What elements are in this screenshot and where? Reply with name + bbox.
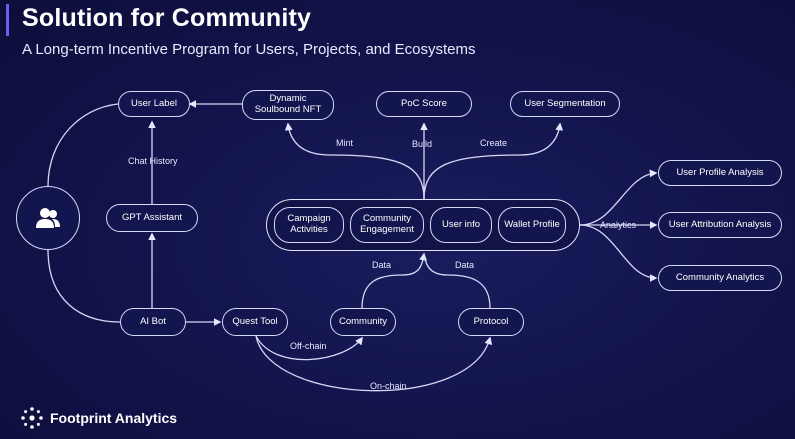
connector-quest-onchain — [255, 335, 493, 392]
node-user-attribution-analysis: User Attribution Analysis — [658, 212, 782, 238]
label-on-chain: On-chain — [370, 381, 407, 391]
node-ai-bot: AI Bot — [120, 308, 186, 336]
connector-community-to-hub — [361, 252, 427, 309]
node-community-analytics: Community Analytics — [658, 265, 782, 291]
label-chat-history: Chat History — [128, 156, 178, 166]
users-icon — [36, 208, 60, 228]
page-title: Solution for Community — [22, 4, 312, 32]
footprint-logo-icon — [21, 407, 43, 429]
connector-hub-to-segmentation — [423, 122, 564, 200]
connector-user-to-aibot — [47, 249, 121, 323]
footprint-logo: Footprint Analytics — [20, 406, 177, 430]
node-wallet-profile: Wallet Profile — [498, 207, 566, 243]
connector-quest-offchain — [255, 335, 363, 361]
label-analytics: Analytics — [600, 220, 637, 230]
user-group-node — [16, 186, 80, 250]
node-community-engagement: Community Engagement — [350, 207, 424, 243]
connector-hub-to-profile-analysis — [579, 169, 658, 226]
node-user-profile-analysis: User Profile Analysis — [658, 160, 782, 186]
label-create: Create — [480, 138, 508, 148]
connector-user-to-label — [47, 103, 119, 187]
connector-hub-to-community-analytics — [579, 224, 658, 282]
node-campaign-activities: Campaign Activities — [274, 207, 344, 243]
label-build: Build — [412, 139, 433, 149]
title-accent-bar — [6, 4, 9, 36]
label-data-right: Data — [455, 260, 475, 270]
node-poc-score: PoC Score — [376, 91, 472, 117]
node-protocol: Protocol — [458, 308, 524, 336]
node-gpt-assistant: GPT Assistant — [106, 204, 198, 232]
node-user-label: User Label — [118, 91, 190, 117]
node-user-info: User info — [430, 207, 492, 243]
page-subtitle: A Long-term Incentive Program for Users,… — [22, 41, 476, 58]
label-mint: Mint — [336, 138, 354, 148]
label-data-left: Data — [372, 260, 392, 270]
node-user-segmentation: User Segmentation — [510, 91, 620, 117]
node-community: Community — [330, 308, 396, 336]
node-quest-tool: Quest Tool — [222, 308, 288, 336]
connector-hub-to-nft — [284, 122, 425, 200]
label-off-chain: Off-chain — [290, 341, 327, 351]
node-dynamic-soulbound-nft: Dynamic Soulbound NFT — [242, 90, 334, 120]
connector-protocol-to-hub — [423, 253, 491, 309]
brand-name: Footprint Analytics — [50, 410, 178, 426]
